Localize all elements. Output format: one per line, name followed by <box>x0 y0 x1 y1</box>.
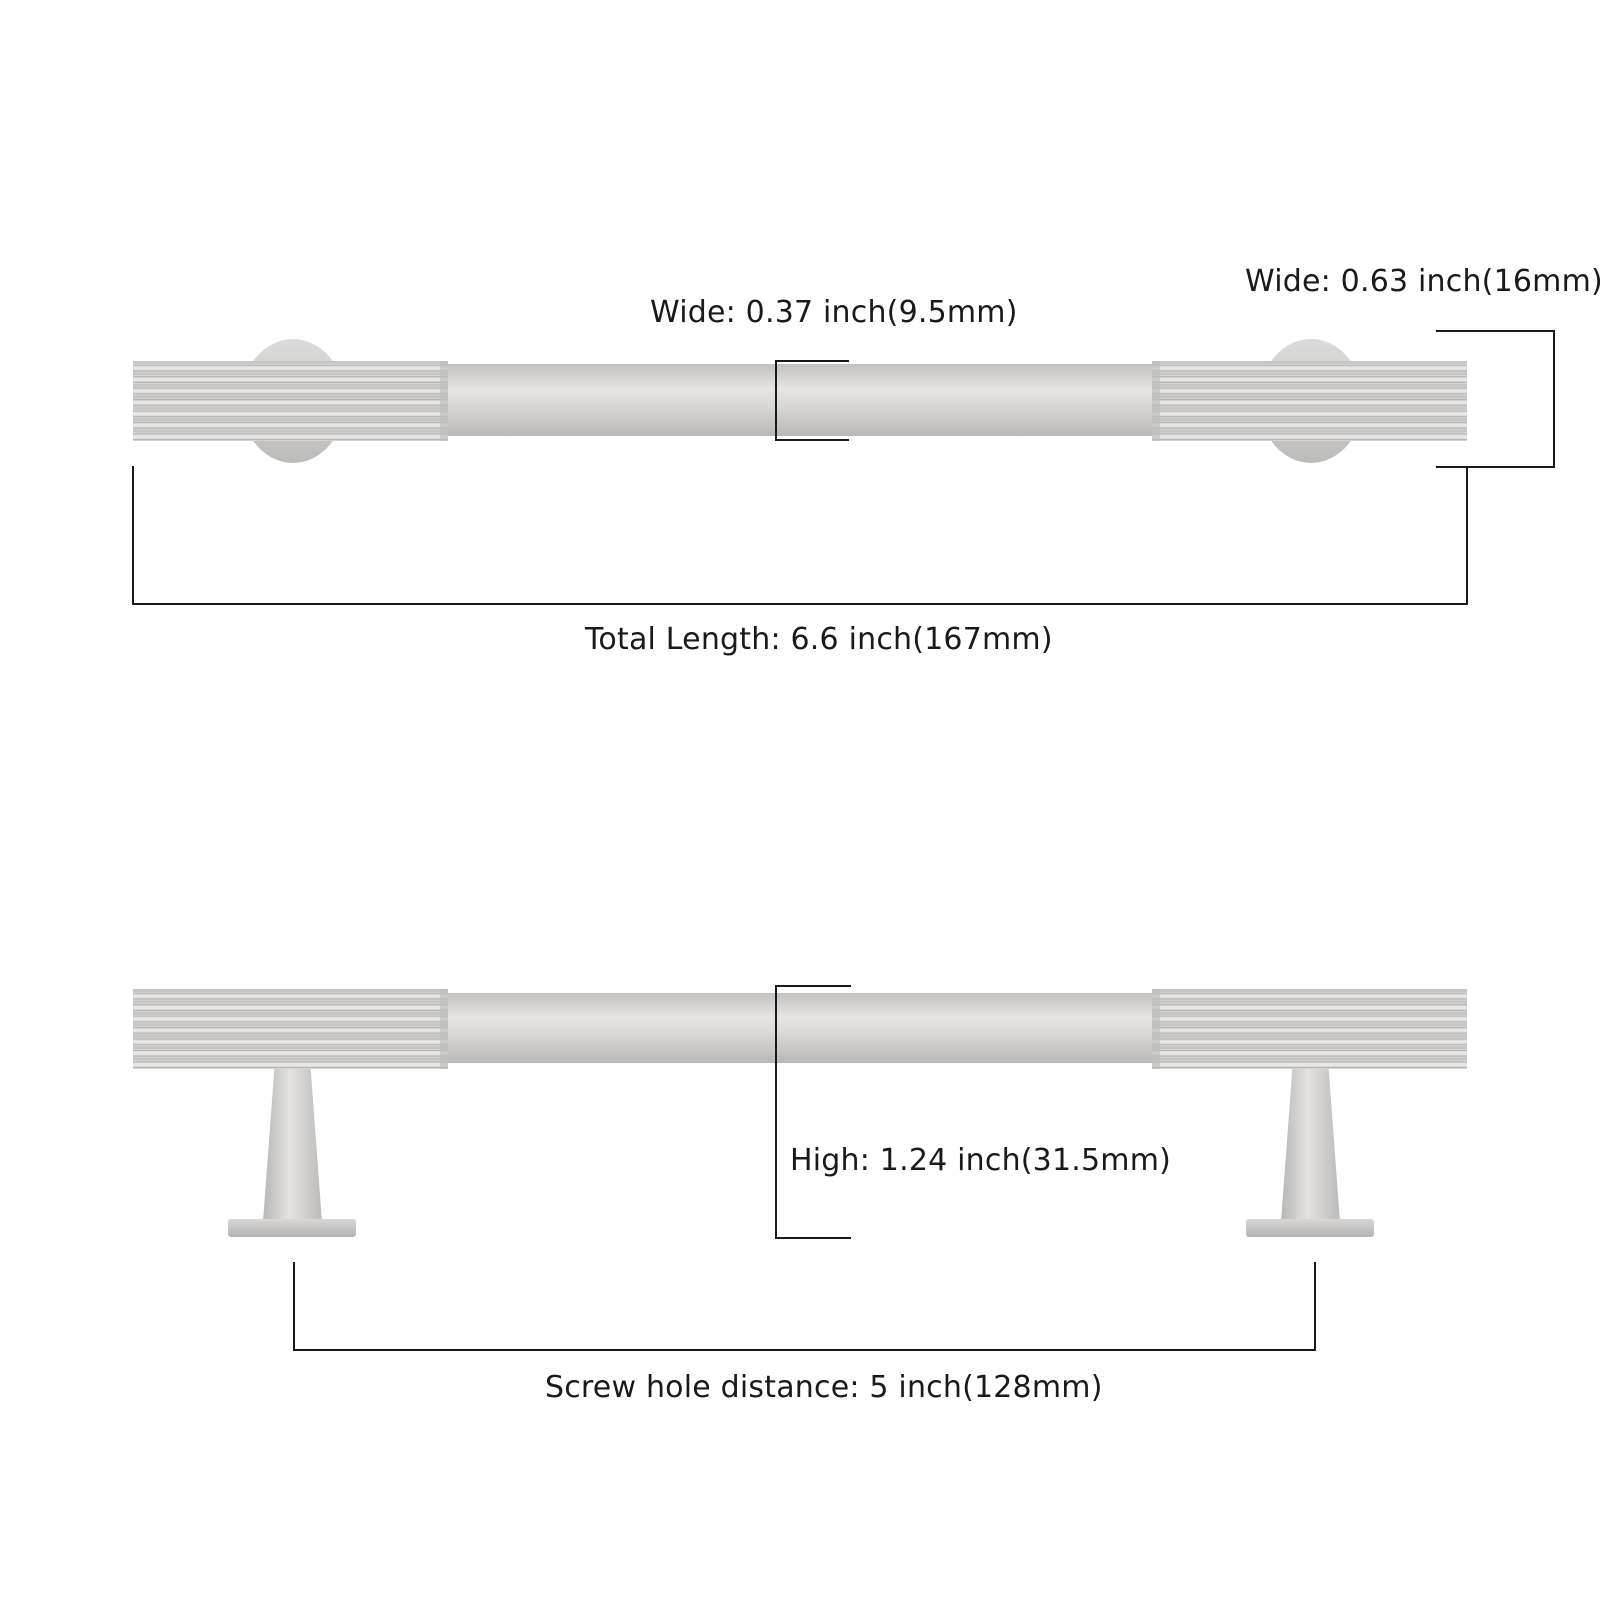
end-width-label: Wide: 0.63 inch(16mm) <box>1245 264 1600 299</box>
left-post <box>263 1060 322 1222</box>
side-center-bar <box>445 993 1155 1063</box>
end-width-bracket <box>1436 330 1555 468</box>
bar-width-bracket <box>775 360 849 441</box>
left-fluted-end <box>133 361 448 441</box>
height-bracket <box>775 985 851 1239</box>
right-post <box>1281 1060 1340 1222</box>
screw-distance-label: Screw hole distance: 5 inch(128mm) <box>545 1370 1103 1405</box>
total-length-label: Total Length: 6.6 inch(167mm) <box>585 622 1053 657</box>
left-base <box>228 1219 356 1237</box>
total-length-bracket <box>132 466 1468 605</box>
side-left-fluted-end <box>133 989 448 1069</box>
side-view-handle <box>133 989 1467 1237</box>
right-fluted-end <box>1152 361 1467 441</box>
screw-distance-bracket <box>293 1262 1316 1351</box>
height-label: High: 1.24 inch(31.5mm) <box>790 1143 1172 1178</box>
top-view-handle <box>133 339 1467 463</box>
side-right-fluted-end <box>1152 989 1467 1069</box>
bar-width-label: Wide: 0.37 inch(9.5mm) <box>650 295 1018 330</box>
center-bar <box>445 364 1155 436</box>
right-base <box>1246 1219 1374 1237</box>
